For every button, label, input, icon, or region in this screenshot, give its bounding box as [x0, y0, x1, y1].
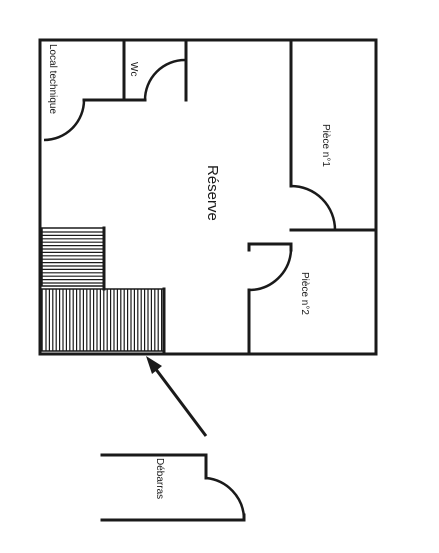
label-local-technique: Local technique [47, 44, 58, 114]
door-piece-1 [290, 184, 337, 231]
arrow-to-staircase [146, 356, 208, 437]
label-wc: Wc [128, 62, 139, 76]
label-reserve: Réserve [204, 165, 221, 221]
label-debarras: Débarras [154, 458, 165, 499]
stair-steps-upper [42, 231, 104, 284]
piece-1-walls [289, 38, 378, 232]
door-local-technique [43, 99, 86, 142]
door-piece-2 [248, 249, 293, 292]
label-piece-2: Pièce n°2 [299, 272, 310, 315]
door-debarras [205, 476, 246, 519]
stair-steps-lower [45, 289, 163, 351]
piece-2-walls [247, 242, 293, 356]
door-wc [143, 58, 186, 101]
outer-walls [38, 38, 378, 356]
debarras-walls [100, 453, 246, 522]
staircase [41, 226, 166, 356]
local-technique-walls [82, 38, 188, 102]
label-piece-1: Pièce n°1 [320, 124, 331, 167]
